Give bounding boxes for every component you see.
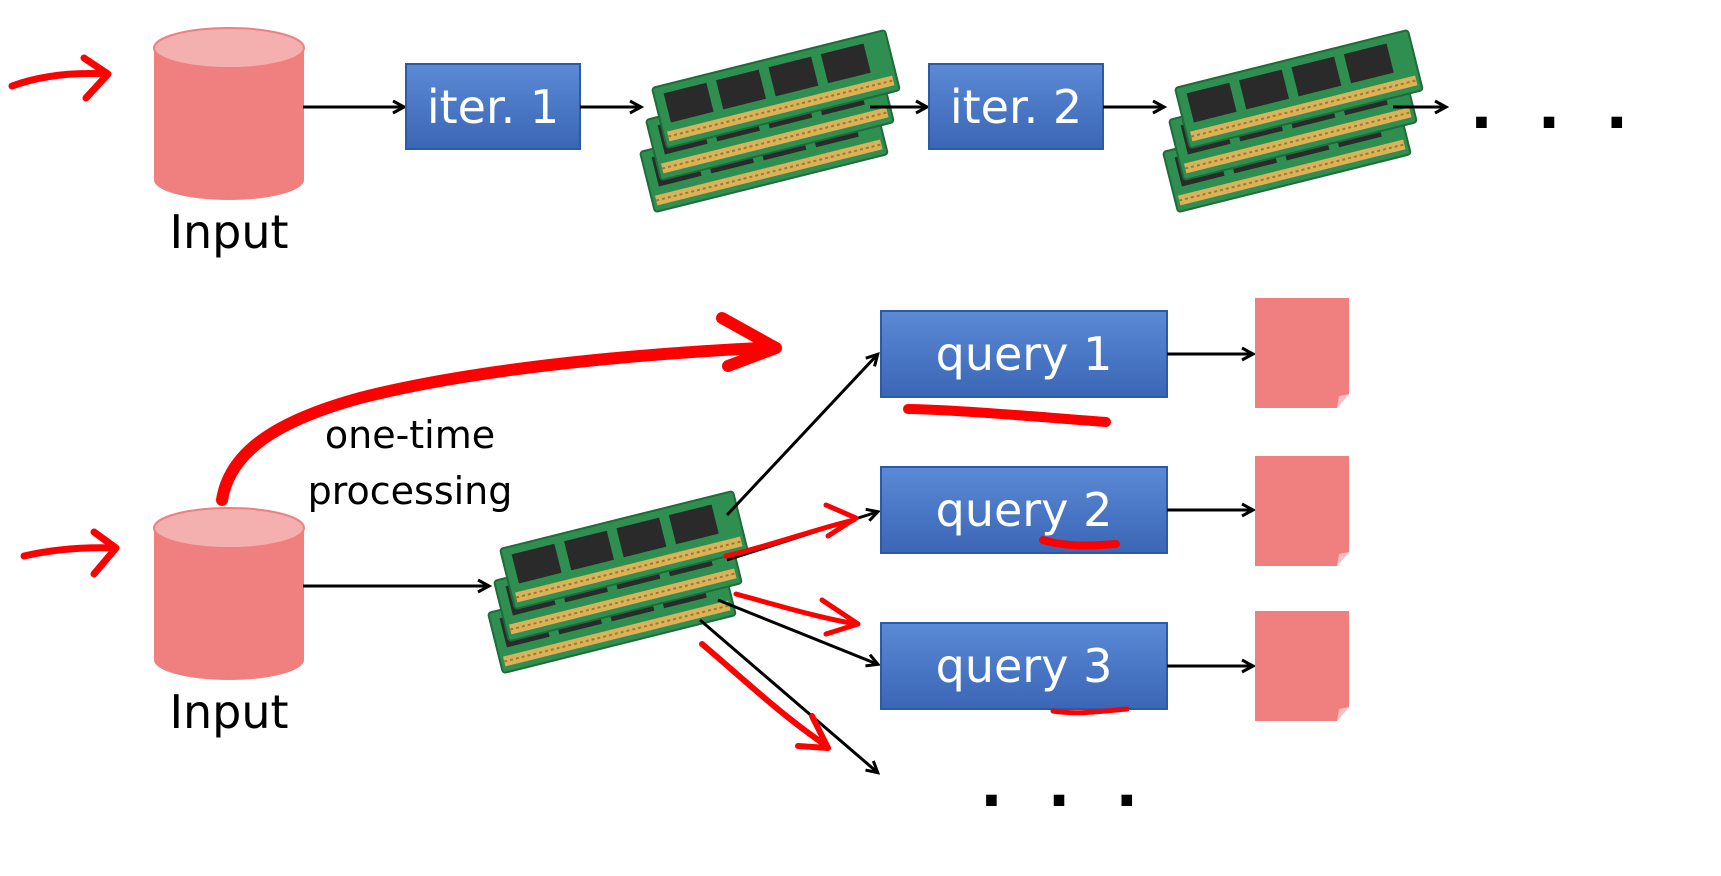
pen-underline-query-2: [1039, 536, 1120, 550]
processing-label: processing: [308, 469, 513, 513]
iter-1-label: iter. 1: [427, 80, 559, 134]
pen-arrow-bottom-input: [20, 528, 120, 578]
iter-2-box: iter. 2: [928, 63, 1104, 150]
top-row: Input iter. 1 iter. 2 . . .: [153, 27, 1640, 259]
iter-2-label: iter. 2: [950, 80, 1082, 134]
output-1-document-icon: [1255, 298, 1349, 408]
arrow-memory-to-query3: [717, 598, 877, 664]
bottom-input-storage-icon: [153, 507, 305, 681]
pen-annotations: [8, 54, 1130, 751]
pen-arrow-cached-reuse: [216, 312, 782, 506]
top-continuation: . . .: [1470, 73, 1640, 143]
one-time-label: one-time: [325, 413, 495, 457]
query-3-box: query 3: [880, 622, 1168, 710]
top-input-storage-icon: [153, 27, 305, 201]
output-3-document-icon: [1255, 611, 1349, 721]
pen-underline-query-3: [1050, 706, 1130, 716]
bottom-row: Input one-time processing query 1 query …: [153, 298, 1349, 821]
pen-arrow-to-query-3: [733, 591, 861, 637]
arrow-memory-to-query1: [725, 355, 877, 517]
query-3-label: query 3: [936, 639, 1113, 693]
query-1-label: query 1: [936, 327, 1113, 381]
query-2-box: query 2: [880, 466, 1168, 554]
iter-1-box: iter. 1: [405, 63, 581, 150]
bottom-input-label: Input: [169, 685, 288, 739]
bottom-continuation: . . .: [980, 751, 1150, 821]
top-memory-2-ram-icon: [1163, 30, 1423, 212]
cached-memory-ram-icon: [488, 491, 748, 673]
pen-underline-query-1: [903, 404, 1111, 427]
pen-arrow-top-input: [8, 54, 112, 102]
top-input-label: Input: [169, 205, 288, 259]
arrow-memory-to-more: [699, 618, 877, 772]
output-2-document-icon: [1255, 456, 1349, 566]
query-1-box: query 1: [880, 310, 1168, 398]
query-2-label: query 2: [936, 483, 1113, 537]
pen-arrow-to-query-2: [723, 502, 859, 559]
pen-arrow-to-more: [699, 641, 831, 751]
top-memory-1-ram-icon: [640, 30, 900, 212]
